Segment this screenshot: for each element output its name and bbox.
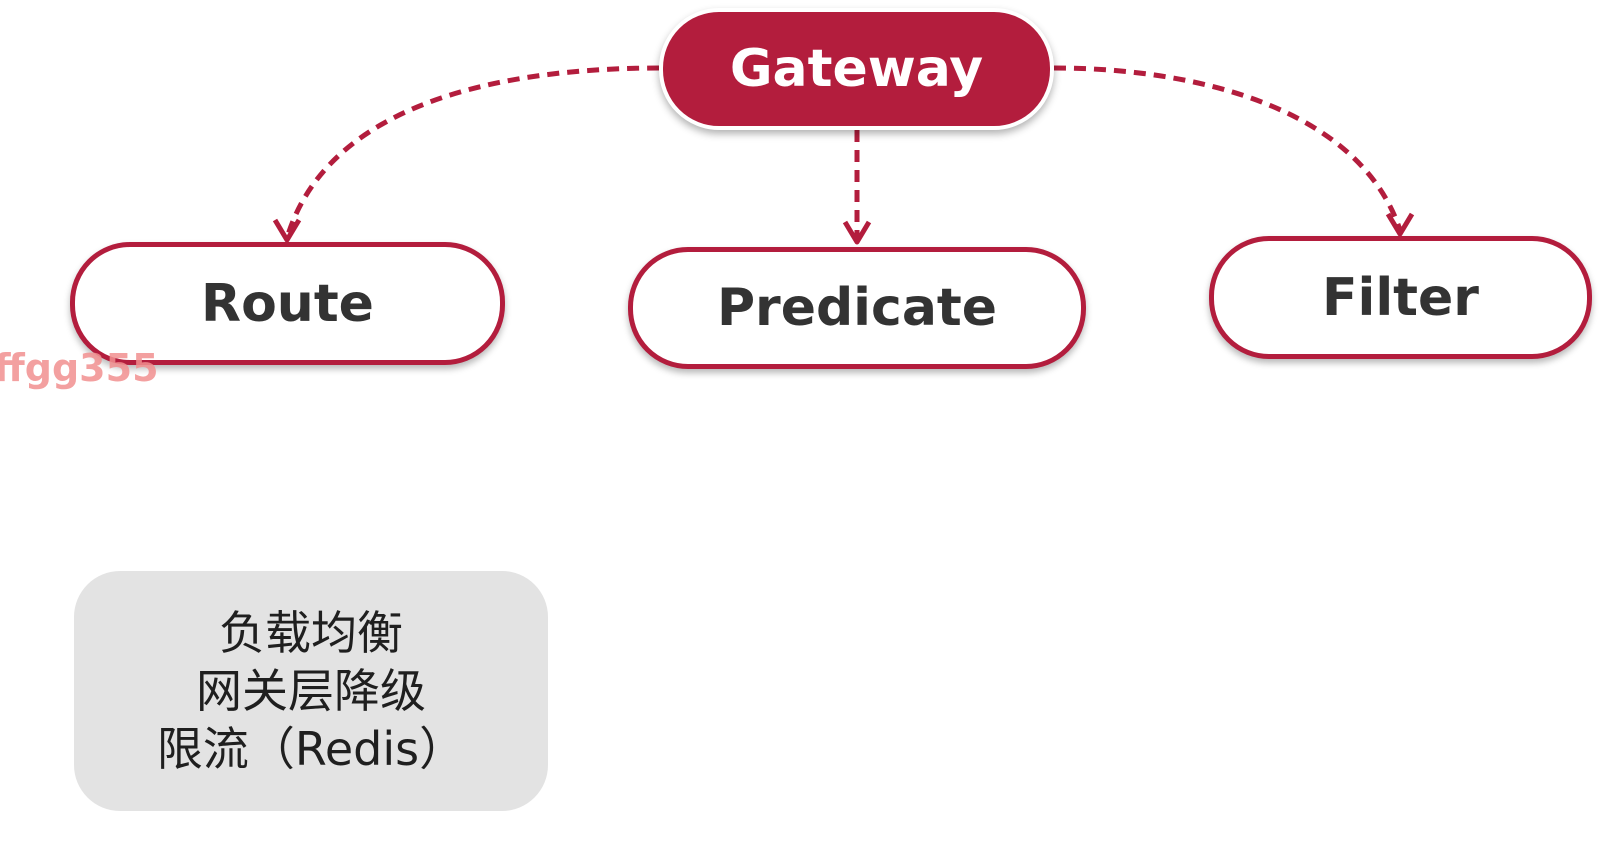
gateway-label: Gateway (729, 39, 984, 99)
arrow-predicate (842, 220, 872, 245)
route-label: Route (201, 273, 374, 334)
connector-gateway-to-filter (1053, 65, 1403, 231)
watermark: ffgg355 (0, 346, 159, 390)
gateway-node: Gateway (659, 8, 1054, 130)
route-node: Route (70, 242, 505, 365)
connector-gateway-to-route (284, 65, 660, 239)
filter-node: Filter (1209, 236, 1592, 359)
filter-label: Filter (1322, 267, 1479, 328)
predicate-node: Predicate (628, 247, 1086, 369)
note-box: 负载均衡 网关层降级 限流（Redis） (74, 571, 548, 811)
arrow-filter (1385, 212, 1415, 237)
note-line-gateway-degrade: 网关层降级 (196, 664, 426, 718)
note-line-load-balancing: 负载均衡 (219, 606, 403, 660)
note-line-rate-limit: 限流（Redis） (156, 722, 466, 776)
predicate-label: Predicate (716, 278, 998, 338)
arrow-route (272, 218, 302, 243)
